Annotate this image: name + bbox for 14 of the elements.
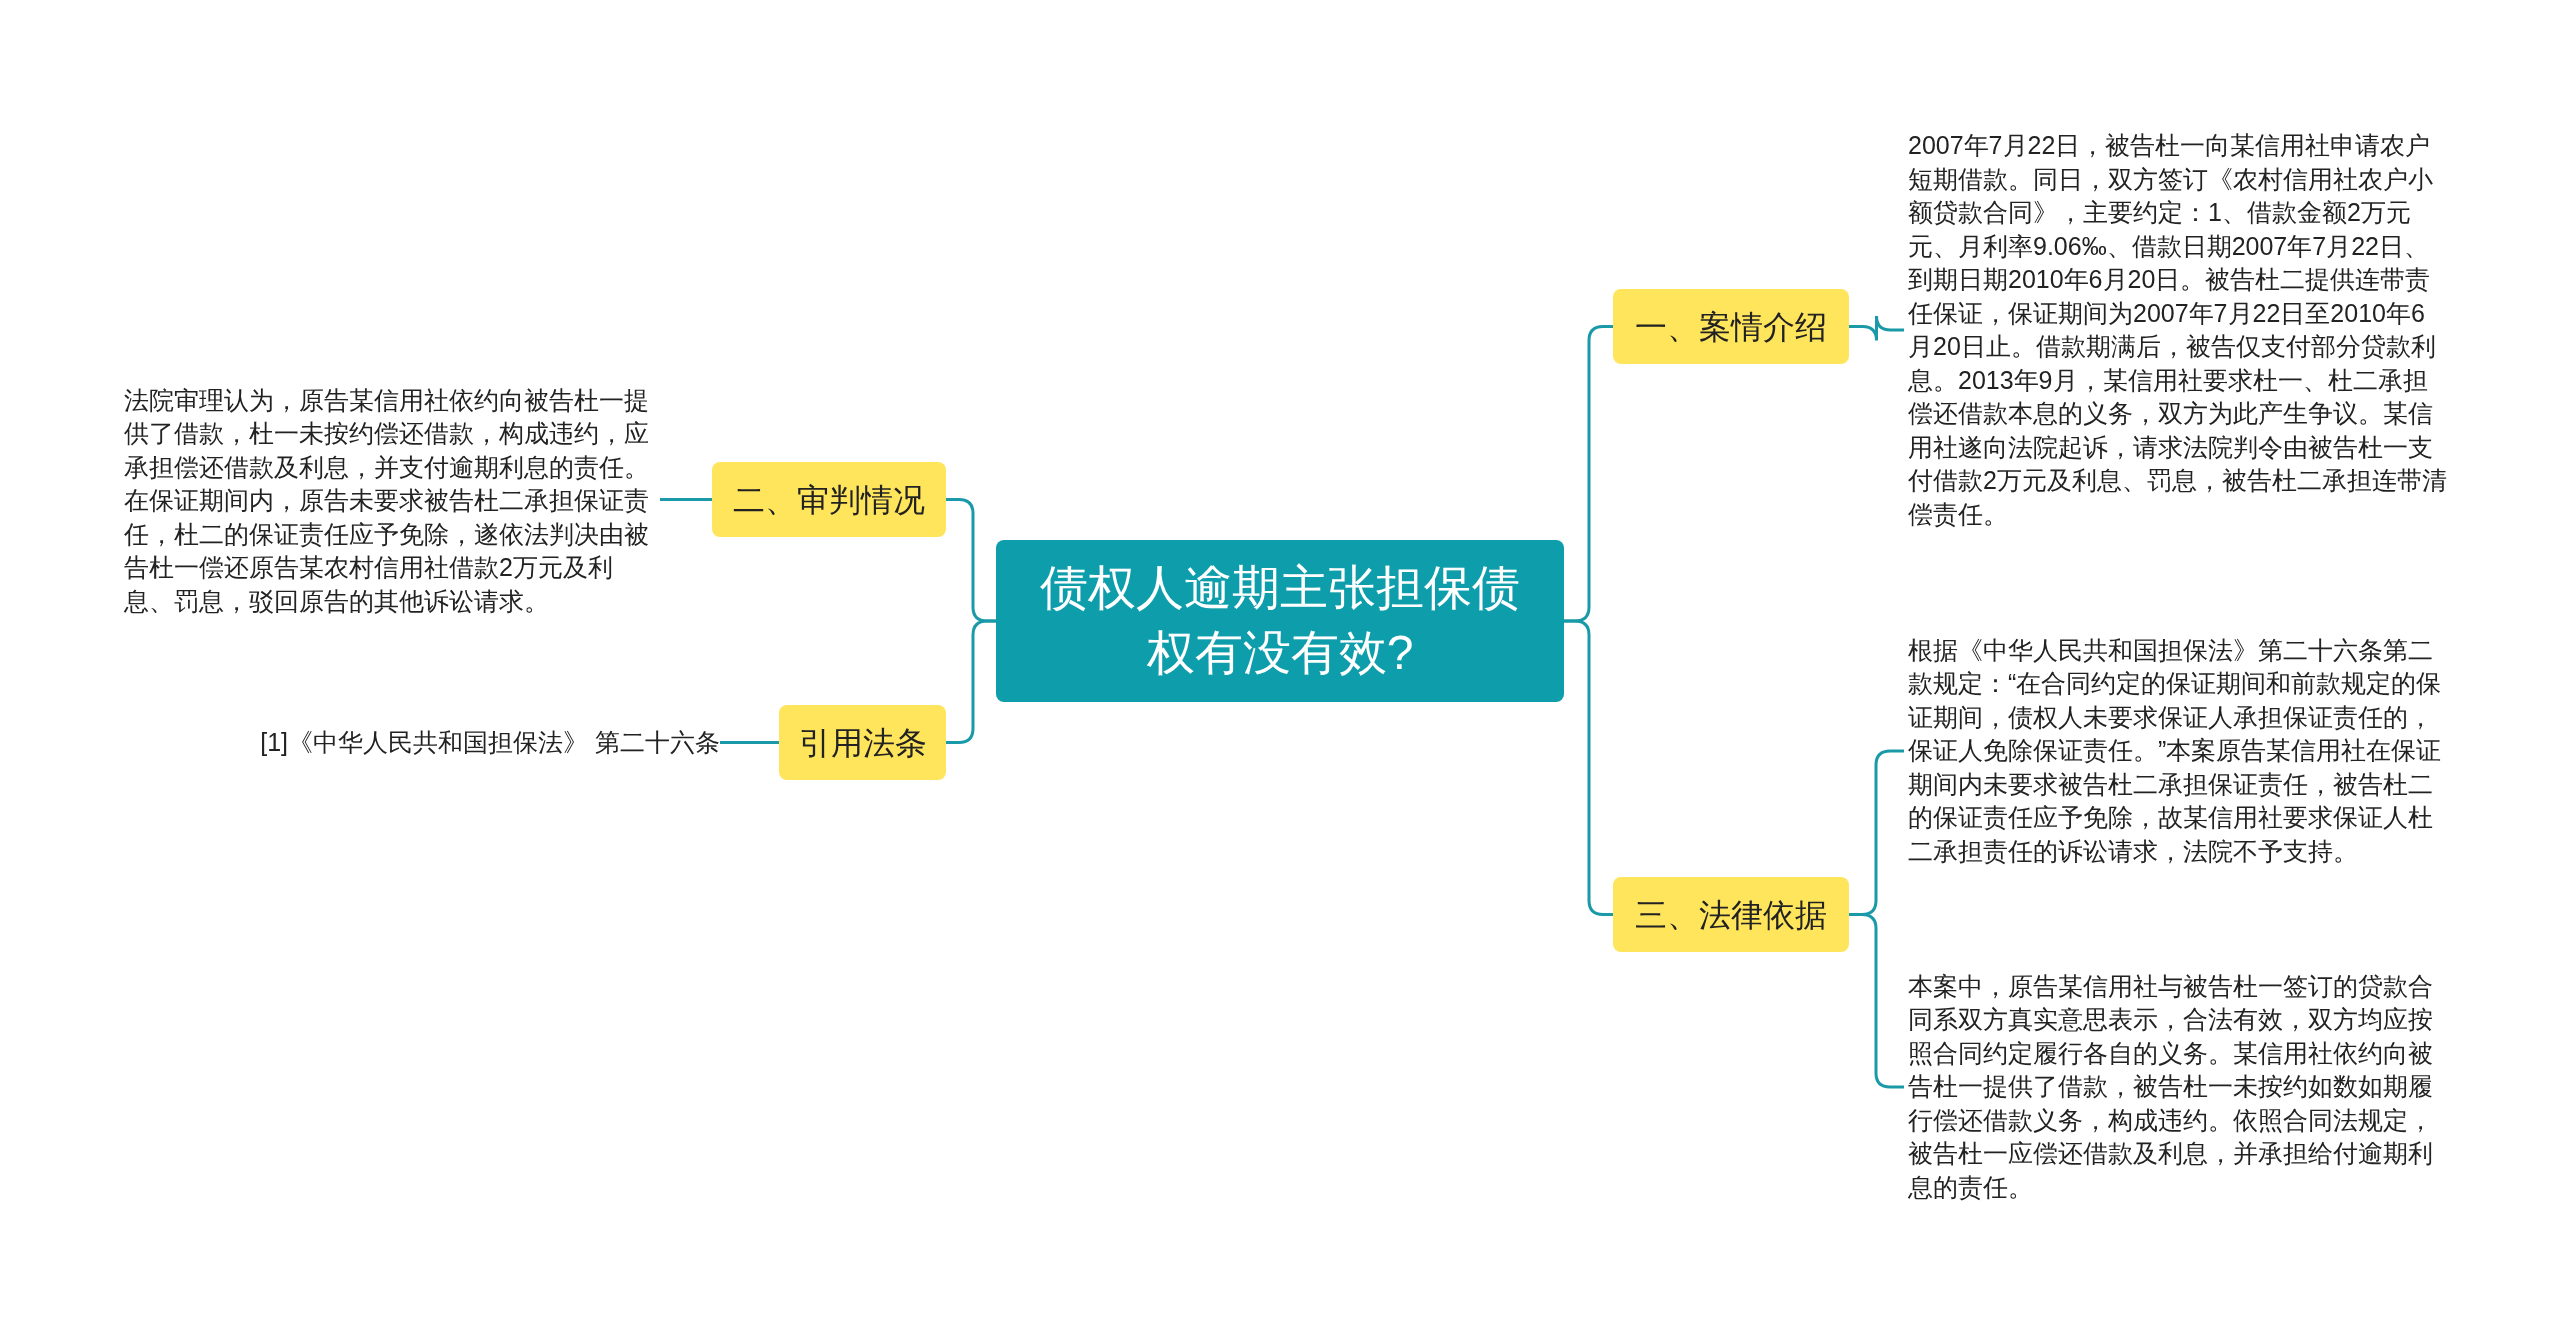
topic-box: 引用法条 — [779, 705, 946, 780]
connector-line — [660, 498, 712, 501]
topic-box: 二、审判情况 — [712, 462, 946, 537]
note-text: 2007年7月22日，被告杜一向某信用社申请农户短期借款。同日，双方签订《农村信用社农户小额贷款合同》，主要约定：1、借款金额2万元元、月利率9.06‰、借款日期2007年7月22日、到期日期2010年6月20日。被告杜二提供连带责任保证，保证期间为2007年7月22日至2010年6月20日止。借款期满后，被告仅支付部分贷款利息。2013年9月，某信用社要求杜一、杜二承担偿还借款本息的义务，双方为此产生争议。某信用社遂向法院起诉，请求法院判令由被告杜一支付借款2万元及利息、罚息，被告杜二承担连带清偿责任。 — [1908, 128, 2448, 532]
connector-line — [720, 741, 779, 744]
citation-text: [1]《中华人民共和国担保法》 第二十六条 — [200, 728, 720, 758]
note-text: 法院审理认为，原告某信用社依约向被告杜一提供了借款，杜一未按约偿还借款，构成违约，应承担偿还借款及利息，并支付逾期利息的责任。在保证期间内，原告未要求被告杜二承担保证责任，杜二的保证责任应予免除，遂依法判决由被告杜一偿还原告某农村信用社借款2万元及利息、罚息，驳回原告的其他诉讼请求。 — [124, 366, 656, 636]
note-text: 根据《中华人民共和国担保法》第二十六条第二款规定：“在合同约定的保证期间和前款规定的保证期间，债权人未要求保证人承担保证责任的，保证人免除保证责任。”本案原告某信用社在保证期间内未要求被告杜二承担保证责任，被告杜二的保证责任应予免除，故某信用社要求保证人杜二承担责任的诉讼请求，法院不予支持。 — [1908, 616, 2448, 886]
topic-box: 三、法律依据 — [1613, 877, 1849, 952]
note-text: 本案中，原告某信用社与被告杜一签订的贷款合同系双方真实意思表示，合法有效，双方均应按照合同约定履行各自的义务。某信用社依约向被告杜一提供了借款，被告杜一未按约如数如期履行偿还借款义务，构成违约。依照合同法规定，被告杜一应偿还借款及利息，并承担给付逾期利息的责任。 — [1908, 968, 2448, 1206]
topic-box: 一、案情介绍 — [1613, 289, 1849, 364]
connector-line — [1564, 619, 1613, 916]
connector-line — [1849, 314, 1904, 342]
central-topic: 债权人逾期主张担保债权有没有效? — [996, 540, 1564, 702]
